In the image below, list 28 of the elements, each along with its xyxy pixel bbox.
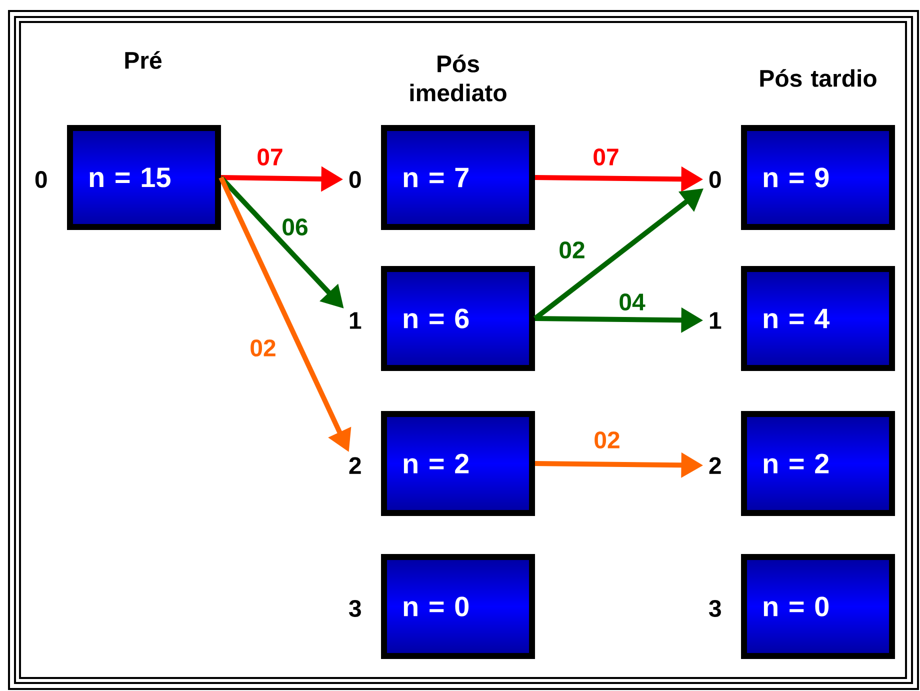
- edge-label: 07: [258, 148, 282, 166]
- count-box: n = 9: [741, 125, 896, 230]
- edge-label: 02: [594, 432, 620, 448]
- edge-label: 04: [620, 294, 646, 310]
- count-box: n = 0: [741, 554, 896, 659]
- edge-label: 02: [560, 242, 584, 258]
- edge-label: 02: [250, 340, 276, 356]
- row-number: 3: [349, 600, 361, 618]
- edge-label: 06: [282, 218, 308, 236]
- column-heading: Pós tardio: [760, 69, 876, 87]
- count-box: n = 2: [381, 411, 535, 516]
- count-box: n = 6: [381, 266, 535, 371]
- row-number: 1: [350, 312, 362, 329]
- column-heading: Pós imediato: [410, 54, 506, 102]
- count-box: n = 2: [741, 411, 896, 516]
- row-number: 0: [349, 171, 361, 188]
- edge-label: 07: [594, 148, 618, 166]
- row-number: 0: [709, 171, 721, 188]
- row-number: 3: [709, 600, 721, 618]
- count-box: n = 7: [381, 125, 535, 230]
- count-box: n = 0: [381, 554, 535, 659]
- row-number: 0: [35, 171, 47, 188]
- row-number: 2: [709, 457, 721, 474]
- count-box: n = 15: [67, 125, 221, 230]
- row-number: 1: [710, 312, 722, 329]
- row-number: 2: [349, 457, 361, 474]
- count-box: n = 4: [741, 266, 896, 371]
- column-heading: Pré: [125, 51, 162, 69]
